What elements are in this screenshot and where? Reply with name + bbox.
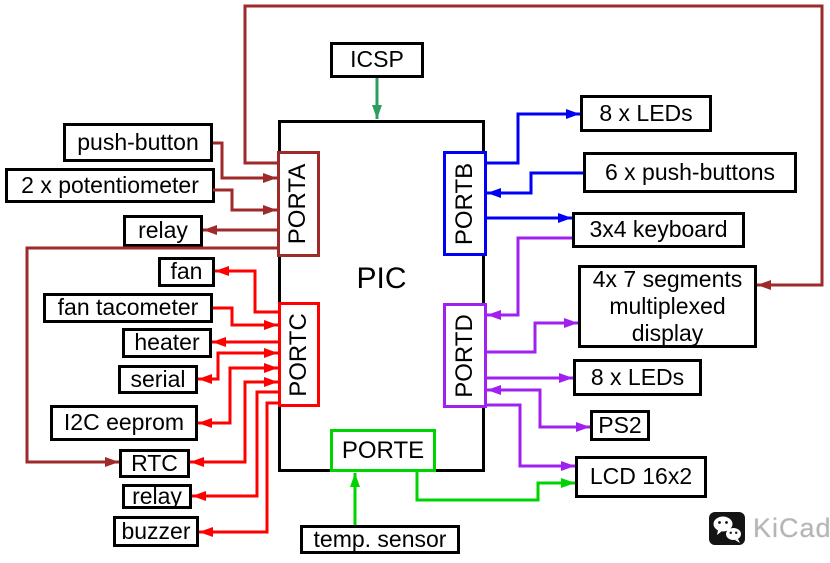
wire-pushbuttons-portb (487, 171, 583, 195)
wire-pushbutton-porta (213, 141, 277, 180)
push-button-label: push-button (77, 128, 199, 155)
icsp-label: ICSP (350, 46, 404, 73)
arrowhead-porta-top-loop-display (757, 280, 771, 290)
box-lcd: LCD 16x2 (575, 456, 707, 498)
arrowhead-eeprom-portc-bidir (198, 418, 212, 428)
i2c-eeprom-label: I2C eeprom (63, 409, 185, 436)
push-buttons-6-label: 6 x push-buttons (604, 158, 776, 185)
port-b-label: PORTB (451, 162, 478, 245)
port-b: PORTB (443, 151, 487, 256)
port-e-label: PORTE (341, 436, 425, 464)
relay-c-label: relay (132, 482, 182, 509)
box-potentiometer: 2 x potentiometer (5, 168, 215, 203)
potentiometer-label: 2 x potentiometer (21, 171, 199, 198)
wire-potentiometer-porta (213, 188, 277, 212)
box-7seg-display: 4x 7 segments multiplexed display (578, 265, 757, 348)
arrowhead-porta-relay (203, 225, 217, 235)
kicad-watermark-text: KiCad (753, 513, 830, 543)
box-i2c-eeprom: I2C eeprom (50, 405, 198, 441)
buzzer-label: buzzer (121, 517, 191, 544)
wire-porte-lcd (415, 470, 575, 502)
wire-keyboard-portd (487, 236, 572, 317)
leds-portd-label: 8 x LEDs (590, 363, 685, 390)
arrowhead-portd-leds (559, 373, 573, 383)
box-heater: heater (122, 328, 212, 358)
arrowhead-portb-keyboard (558, 213, 572, 223)
7seg-line-3: display (631, 320, 704, 346)
arrowhead-keyboard-portd (487, 310, 501, 320)
arrowhead-portc-fan (215, 266, 229, 276)
ps2-label: PS2 (598, 411, 642, 438)
wire-portc-relay (192, 390, 278, 498)
box-push-button: push-button (63, 123, 213, 162)
box-leds-portb: 8 x LEDs (580, 95, 712, 132)
box-ps2: PS2 (590, 410, 650, 441)
arrowhead-portd-display (564, 318, 578, 328)
fan-tacometer-label: fan tacometer (57, 294, 199, 321)
arrowhead-portc-buzzer (199, 527, 213, 537)
wire-tacometer-portc (213, 306, 278, 327)
kicad-watermark: KiCad (709, 511, 830, 546)
wire-portd-display (487, 321, 578, 354)
lcd-label: LCD 16x2 (589, 463, 693, 490)
box-fan-tacometer: fan tacometer (43, 293, 213, 323)
7seg-line-1: 4x 7 segments (592, 266, 743, 292)
rtc-label: RTC (131, 449, 178, 476)
port-d-label: PORTD (451, 313, 479, 398)
arrowhead-portc-relay (192, 491, 206, 501)
arrowhead-rtc-portc-bidir (264, 377, 278, 387)
arrowhead-eeprom-portc-bidir (264, 363, 278, 373)
arrowhead-portd-lcd (561, 461, 575, 471)
wire-portc-buzzer (199, 401, 278, 534)
leds-portb-label: 8 x LEDs (599, 99, 693, 126)
arrowhead-portd-ps2-bidir (487, 385, 501, 395)
box-rtc: RTC (119, 449, 190, 478)
box-serial: serial (118, 365, 198, 394)
port-a-label: PORTA (284, 163, 312, 245)
7seg-line-2: multiplexed (609, 293, 726, 319)
heater-label: heater (134, 329, 200, 356)
arrowhead-porte-lcd (561, 478, 575, 488)
arrowhead-serial-portc-bidir (198, 374, 212, 384)
arrowhead-potentiometer-porta (263, 205, 277, 215)
port-c-label: PORTC (285, 312, 313, 397)
wire-eeprom-portc-bidir (198, 366, 278, 425)
temp-sensor-label: temp. sensor (313, 525, 447, 552)
port-e: PORTE (330, 429, 436, 472)
arrowhead-portd-ps2-bidir (576, 422, 590, 432)
arrowhead-portc-heater (212, 337, 226, 347)
box-relay-portc: relay (122, 482, 192, 509)
port-d: PORTD (443, 303, 487, 408)
arrowhead-tempsensor-porte (350, 473, 360, 487)
box-leds-portd: 8 x LEDs (573, 359, 702, 396)
box-relay-porta: relay (123, 215, 203, 247)
port-c: PORTC (278, 302, 320, 407)
wire-portb-leds (487, 112, 580, 165)
wire-portc-fan (215, 269, 278, 314)
box-keyboard-3x4: 3x4 keyboard (572, 212, 745, 248)
pic-label: PIC (356, 262, 407, 295)
wire-rtc-portc-bidir (190, 380, 278, 464)
arrowhead-portb-leds (566, 109, 580, 119)
arrowhead-pushbuttons-portb (487, 188, 501, 198)
box-fan: fan (158, 257, 215, 287)
port-a: PORTA (277, 151, 320, 257)
serial-label: serial (130, 365, 186, 392)
box-push-buttons-6: 6 x push-buttons (583, 152, 797, 193)
box-buzzer: buzzer (113, 516, 199, 547)
arrowhead-porta-rtc (105, 457, 119, 467)
fan-label: fan (170, 258, 203, 285)
arrowhead-serial-portc-bidir (264, 348, 278, 358)
relay-a-label: relay (138, 217, 188, 244)
arrowhead-tacometer-portc (264, 320, 278, 330)
wire-portd-lcd (487, 403, 575, 468)
box-icsp: ICSP (330, 42, 424, 78)
box-temp-sensor: temp. sensor (300, 525, 460, 554)
kicad-watermark-icon (709, 512, 745, 545)
keyboard-3x4-label: 3x4 keyboard (589, 216, 728, 243)
arrowhead-rtc-portc-bidir (190, 457, 204, 467)
arrowhead-icsp-pic (372, 105, 382, 119)
arrowhead-pushbutton-porta (263, 173, 277, 183)
